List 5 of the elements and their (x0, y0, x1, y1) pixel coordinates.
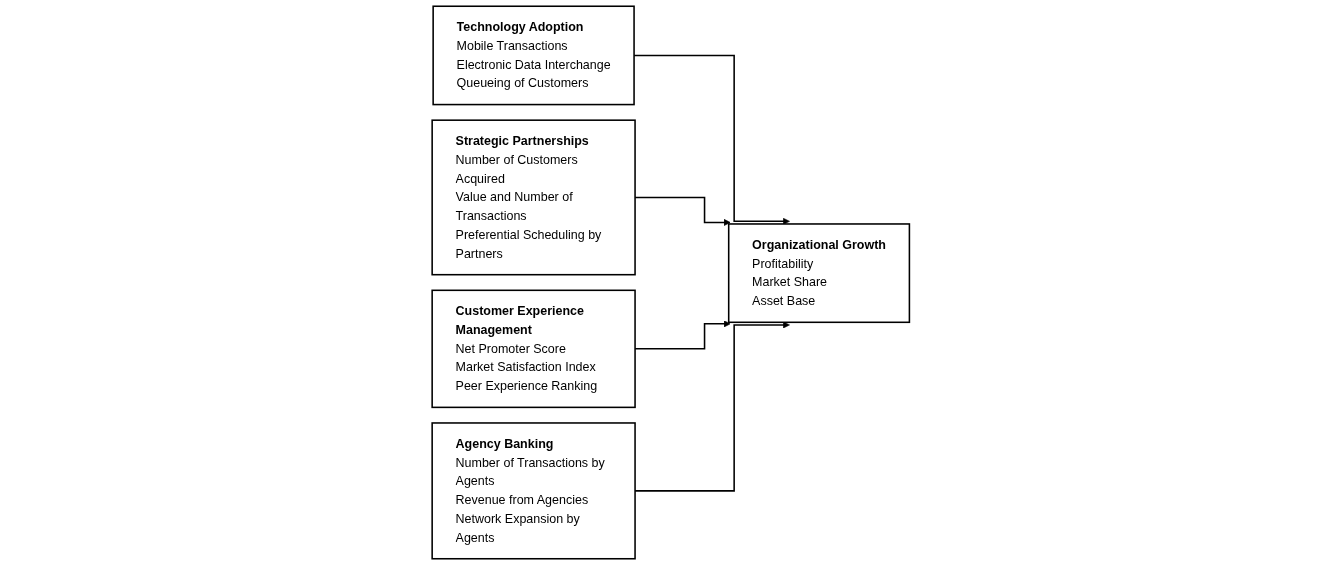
node-box: Technology Adoption Mobile Transactions Electronic Data Interchange Queueing of Customers (432, 5, 636, 106)
node-box: Customer Experience Management Net Promoter Score Market Satisfaction Index Peer Experience Ranking (431, 289, 637, 409)
node-box: Organizational Growth Profitability Market Share Asset Base (728, 223, 911, 324)
node-box: Strategic Partnerships Number of Customers Acquired Value and Number of Transactions Preferential Scheduling by Partners (431, 119, 637, 276)
node-box: Agency Banking Number of Transactions by Agents Revenue from Agencies Network Expansion by Agents (431, 422, 637, 560)
